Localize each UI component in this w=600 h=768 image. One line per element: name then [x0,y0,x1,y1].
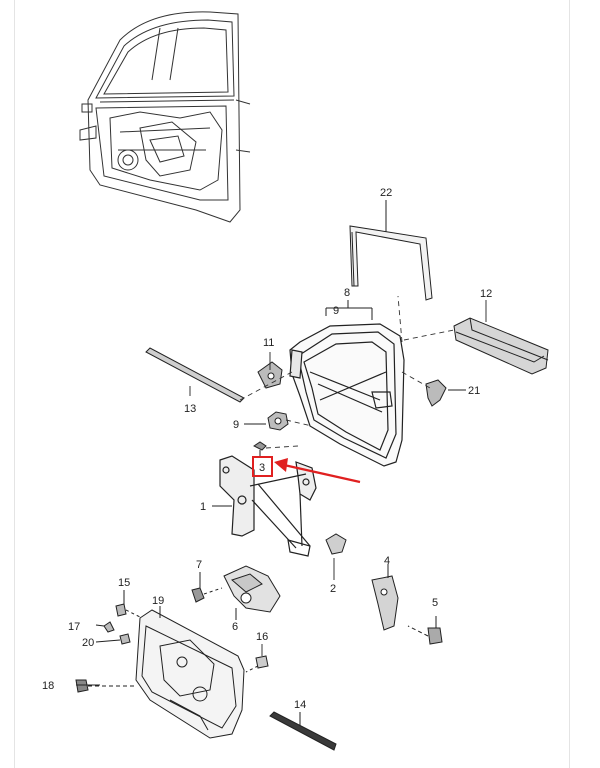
callout-17: 17 [68,621,80,633]
callout-5: 5 [432,597,438,609]
door-overview [79,11,251,223]
dashed-connectors [239,295,455,449]
part-3-screw [253,441,267,458]
callout-9-nut: 9 [233,419,239,431]
callout-labels: 1 2 3 4 5 6 7 8 9 9 11 12 13 14 15 16 17… [42,187,492,711]
callout-9-top: 9 [333,305,339,317]
bracket-8-9 [325,300,373,320]
highlight-arrow-head [274,458,288,472]
part-18-bolt [75,679,136,693]
window-regulator [219,455,317,557]
callout-22: 22 [380,187,392,199]
callout-2: 2 [330,583,336,595]
callout-4: 4 [384,555,390,567]
part-6-motor [223,565,281,620]
callout-13: 13 [184,403,196,415]
part-16-clip [245,655,269,673]
part-9-nut [267,411,289,431]
part-12-seal [453,317,549,375]
callout-6: 6 [232,621,238,633]
callout-3: 3 [259,462,265,474]
image-frame [14,0,570,768]
callout-7: 7 [196,559,202,571]
callout-19: 19 [152,595,164,607]
callout-18: 18 [42,680,54,692]
callout-15: 15 [118,577,130,589]
callout-21: 21 [468,385,480,397]
part-2-grommet [325,533,347,555]
door-glass-frame [289,323,405,467]
part-13-strip [145,347,245,403]
part-19-trim-panel [135,606,245,739]
callout-16: 16 [256,631,268,643]
callout-8: 8 [344,287,350,299]
callout-11: 11 [263,337,274,349]
highlight-box [252,456,273,477]
callout-1: 1 [200,501,206,513]
highlight-marker [252,456,361,484]
callout-14: 14 [294,699,306,711]
highlight-arrow-shaft [283,463,361,484]
callout-12: 12 [480,288,492,300]
callout-20: 20 [82,637,94,649]
parts-15-17-20 [103,590,143,645]
leader-lines [76,200,487,686]
part-7-screw [191,572,223,603]
part-14-strip [269,711,337,751]
part-21-clip [425,379,447,407]
part-5-bolt [407,616,443,645]
part-4-bracket [371,564,399,631]
part-22-glass-run [349,200,433,301]
